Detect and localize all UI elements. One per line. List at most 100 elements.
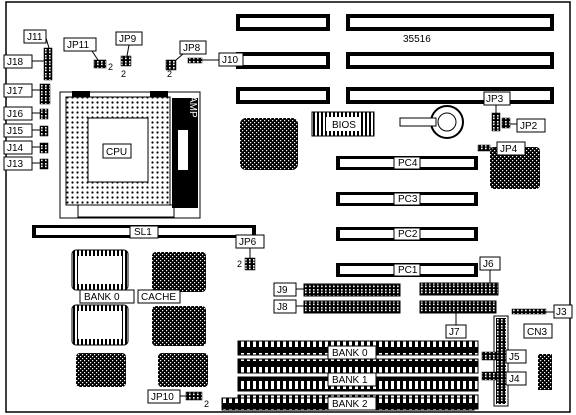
j8-label: J8 — [277, 302, 288, 313]
cache-chip-2 — [152, 252, 206, 292]
j6-header — [419, 282, 499, 296]
jp8-label: JP8 — [183, 43, 201, 54]
j7-label-box — [445, 324, 467, 339]
j11-label-box — [23, 29, 47, 44]
bank0-cache-label: BANK 0 — [84, 292, 120, 303]
jp2-label: JP2 — [520, 121, 538, 132]
jp11-header — [93, 59, 107, 69]
bank0-cache-label-box — [79, 289, 135, 304]
pc3-label-box — [393, 192, 421, 206]
j18-label: J18 — [7, 57, 24, 68]
jp4-label: JP4 — [500, 144, 518, 155]
keyboard-connector — [538, 354, 552, 390]
sl1-label-box — [129, 225, 159, 239]
jp6-label: JP6 — [239, 237, 257, 248]
simm-bank1-label: BANK 1 — [332, 375, 368, 386]
jp10-header — [185, 391, 203, 401]
j14-label: J14 — [7, 143, 24, 154]
j10-label: J10 — [222, 55, 239, 66]
simm-bank2-label: BANK 2 — [332, 399, 368, 410]
j10-header — [187, 57, 203, 64]
jp6-pin-marker: 2 — [237, 259, 242, 269]
j4-label: J4 — [509, 374, 520, 385]
j16-header — [39, 108, 49, 120]
jp4-label-box — [496, 141, 526, 156]
j16-label: J16 — [7, 109, 24, 120]
j13-label: J13 — [7, 159, 24, 170]
jp9-pin-marker: 2 — [121, 69, 126, 79]
cache-chip-4 — [152, 306, 206, 346]
j17-label: J17 — [7, 86, 24, 97]
j8-header — [303, 300, 401, 314]
j7-header — [419, 300, 497, 314]
cache-label-box — [137, 289, 181, 304]
cpu-socket: CPU AMP — [59, 91, 201, 219]
j4-label-box — [505, 371, 527, 386]
j10-label-box — [218, 52, 244, 67]
cache-chip-5 — [76, 353, 126, 387]
pc4-label: PC4 — [398, 158, 418, 169]
amp-label: AMP — [187, 96, 198, 118]
jp8-pin-marker: 2 — [167, 69, 172, 79]
board-model-number: 35516 — [403, 34, 431, 45]
cn3-label-box — [523, 323, 553, 339]
j5-label: J5 — [509, 352, 520, 363]
jp11-label-box — [63, 37, 97, 52]
sl1-label: SL1 — [134, 227, 152, 238]
jp2-header — [501, 117, 511, 129]
chipset-ic-2 — [490, 147, 540, 189]
jp10-label: JP10 — [151, 392, 174, 403]
j13-header — [39, 158, 49, 170]
pc1-label-box — [393, 263, 421, 277]
j14-header — [39, 142, 49, 154]
cache-chip-6 — [158, 353, 208, 387]
jumper-column-left: J11 J18 J17 J16 J15 J14 J13 — [3, 29, 53, 171]
simm-bank0-label-box — [327, 345, 377, 360]
jp10-pin-marker: 2 — [204, 399, 209, 409]
pc1-label: PC1 — [398, 265, 418, 276]
j9-header — [303, 283, 401, 297]
pc3-label: PC3 — [398, 194, 418, 205]
pc2-label: PC2 — [398, 229, 418, 240]
j15-label: J15 — [7, 126, 24, 137]
jp6-header — [244, 257, 256, 271]
j11-label: J11 — [27, 32, 43, 43]
j3-label: J3 — [556, 307, 567, 318]
chipset-ic-1 — [240, 118, 298, 170]
jp3-label: JP3 — [486, 94, 504, 105]
simm-bank1-label-box — [327, 372, 377, 387]
j5-label-box — [505, 349, 527, 364]
cpu-label: CPU — [106, 147, 127, 158]
simm-bank0-label: BANK 0 — [332, 348, 368, 359]
cn3-label: CN3 — [527, 327, 547, 338]
pc-slots: PC4 PC3 PC2 PC1 — [336, 156, 478, 277]
pc4-label-box — [393, 156, 421, 170]
cache-label: CACHE — [141, 292, 176, 303]
j3-header — [511, 308, 547, 315]
pc2-label-box — [393, 227, 421, 241]
j11-header — [43, 47, 53, 81]
simm-slot-2 — [237, 358, 479, 374]
cache-area: BANK 0 CACHE — [71, 249, 208, 387]
j15-header — [39, 125, 49, 137]
jp4-header — [477, 144, 491, 152]
j6-label: J6 — [483, 259, 494, 270]
jp11-label: JP11 — [67, 40, 89, 51]
jp8-header — [165, 59, 177, 71]
jp11-pin-marker: 2 — [108, 62, 113, 72]
jp9-label: JP9 — [119, 34, 137, 45]
j17-header — [39, 83, 51, 105]
jp3-header — [491, 112, 501, 132]
jp8-label-box — [179, 40, 207, 55]
j3-label-box — [553, 304, 573, 319]
j9-label: J9 — [277, 285, 288, 296]
j7-label: J7 — [449, 327, 460, 338]
j4-header — [481, 371, 499, 381]
jp2-label-box — [516, 118, 546, 133]
bios-chip-label: BIOS — [332, 120, 356, 131]
jp9-header — [120, 55, 132, 67]
cpu-label-box — [102, 143, 132, 159]
jumper-group-top: JP11 2 JP9 2 JP8 2 J10 — [63, 31, 244, 79]
battery — [399, 105, 464, 139]
